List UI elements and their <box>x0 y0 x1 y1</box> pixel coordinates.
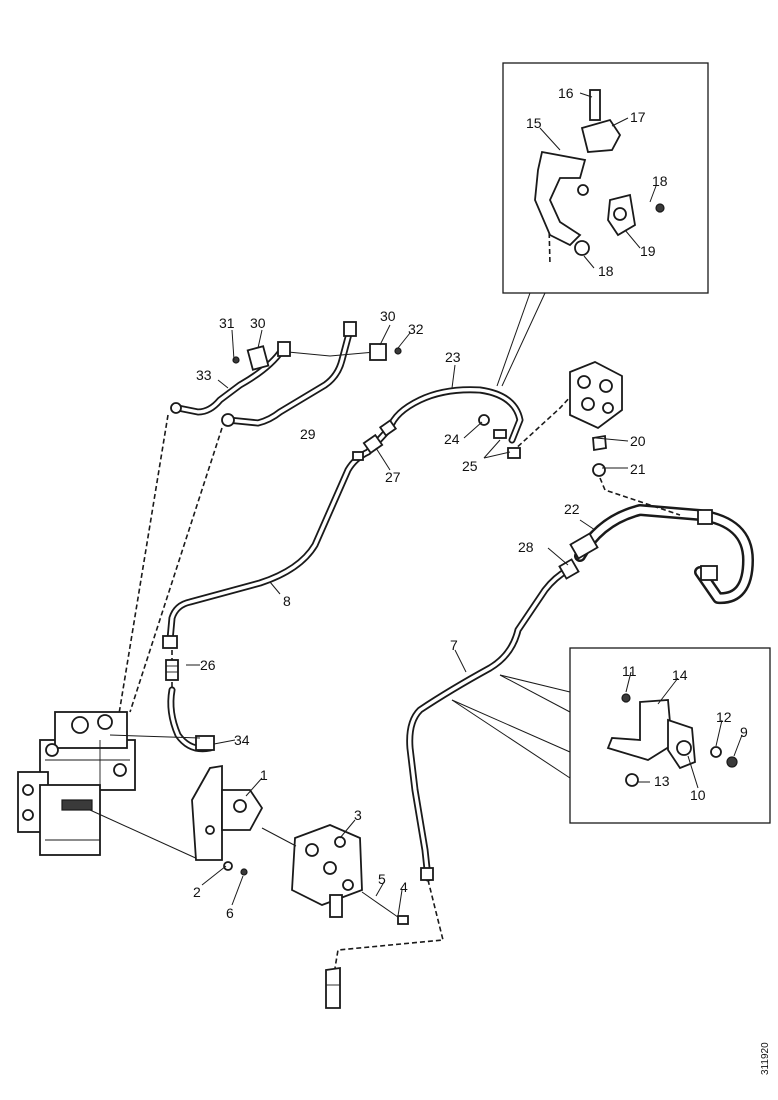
callout-12: 12 <box>716 709 732 725</box>
callout-6: 6 <box>226 905 234 921</box>
fitting-26 <box>165 659 179 681</box>
valve-bottom-fitting <box>325 966 341 1009</box>
callout-21: 21 <box>630 461 646 477</box>
pipe-23 <box>386 386 524 444</box>
callout-30-left: 30 <box>250 315 266 331</box>
callout-5: 5 <box>378 871 386 887</box>
fitting-27 <box>362 419 398 455</box>
dashed-connection-e <box>599 477 681 516</box>
callout-18-upper: 18 <box>652 173 668 189</box>
callout-24: 24 <box>444 431 460 447</box>
callout-25: 25 <box>462 458 478 474</box>
pipe-7 <box>406 566 572 882</box>
fitting-pipe-7-bottom <box>420 867 434 881</box>
pipe-33 <box>174 346 286 416</box>
control-valve-3 <box>291 824 409 925</box>
callout-22: 22 <box>564 501 580 517</box>
callout-2: 2 <box>193 884 201 900</box>
detail-box-upper <box>502 62 709 294</box>
dashed-connection-c <box>334 879 445 969</box>
callout-33: 33 <box>196 367 212 383</box>
bracket-valve-link <box>261 827 297 847</box>
leader-lines <box>186 92 743 917</box>
callout-15: 15 <box>526 115 542 131</box>
callout-29: 29 <box>300 426 316 442</box>
callout-32: 32 <box>408 321 424 337</box>
callout-1: 1 <box>260 767 268 783</box>
detail-upper-pointer <box>496 292 546 387</box>
callout-labels: 31 30 30 32 33 29 23 24 25 27 20 21 22 2… <box>193 85 748 921</box>
callout-11: 11 <box>622 663 637 679</box>
fitting-28 <box>558 532 599 580</box>
callout-27: 27 <box>385 469 401 485</box>
callout-23: 23 <box>445 349 461 365</box>
callout-7: 7 <box>450 637 458 653</box>
callout-4: 4 <box>400 879 408 895</box>
callout-19: 19 <box>640 243 656 259</box>
callout-30-right: 30 <box>380 308 396 324</box>
callout-3: 3 <box>354 807 362 823</box>
detail-box-lower <box>569 647 771 824</box>
callout-9: 9 <box>740 724 748 740</box>
callout-10: 10 <box>690 787 706 803</box>
fitting-34 <box>195 735 215 751</box>
bracket-1 <box>191 764 264 876</box>
callout-8: 8 <box>283 593 291 609</box>
fitting-hose-end <box>697 509 718 581</box>
pipe-link-line <box>287 351 376 357</box>
detail-lower-pointer <box>451 674 571 779</box>
callout-26: 26 <box>200 657 216 673</box>
callout-14: 14 <box>672 667 688 683</box>
fitting-29-33 <box>170 321 357 427</box>
dashed-connection-d <box>511 394 573 453</box>
hose-22 <box>574 504 754 605</box>
pump-line-2 <box>89 809 201 861</box>
pipe-29 <box>224 326 354 427</box>
callout-18-lower: 18 <box>598 263 614 279</box>
callout-28: 28 <box>518 539 534 555</box>
upper-detail-parts <box>534 89 665 256</box>
callout-16-top: 16 <box>558 85 574 101</box>
fitting-8-end <box>162 451 364 649</box>
clip-30-right <box>369 343 402 361</box>
clip-30-left <box>232 345 270 371</box>
callout-13: 13 <box>654 773 670 789</box>
callout-17: 17 <box>630 109 646 125</box>
reference-number: 311920 <box>760 1042 771 1075</box>
pump-20-assembly <box>569 361 623 477</box>
pump-line-34 <box>109 734 201 739</box>
callout-31: 31 <box>219 315 235 331</box>
dashed-connection-a <box>117 414 169 721</box>
callout-34: 34 <box>234 732 250 748</box>
callout-20: 20 <box>630 433 646 449</box>
dashed-connection-b <box>129 427 223 713</box>
pump-assembly <box>17 711 136 856</box>
